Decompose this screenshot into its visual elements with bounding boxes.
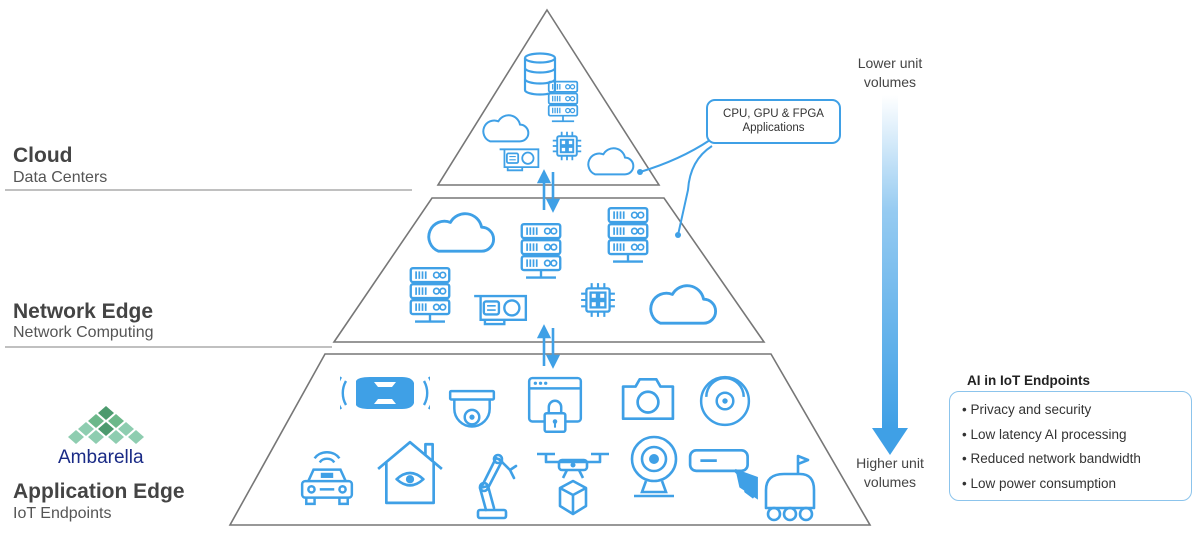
cloud-tier-subtitle: Data Centers [13,169,108,186]
ambarella-logo-mark [68,406,144,444]
cloud-tier-title: Cloud [13,144,73,167]
ai-benefit-item: • Low power consumption [962,475,1117,491]
application-tier-shape [228,353,872,526]
lower-volumes-label: Lower unit volumes [835,54,945,92]
volume-arrow-head [872,428,908,455]
callout-dot-network [675,232,681,238]
higher-volumes-label: Higher unit volumes [835,454,945,492]
higher-volumes-line-2: volumes [863,474,917,490]
cpu-gpu-fpga-callout: CPU, GPU & FPGA Applications [706,99,841,144]
callout-line-2: Applications [742,122,805,134]
volume-arrow-shaft [882,95,898,428]
lower-volumes-line-1: Lower unit [857,55,923,71]
ai-panel-title: AI in IoT Endpoints [967,373,1090,388]
callout-connectors [639,139,713,236]
application-tier-subtitle: IoT Endpoints [13,505,112,522]
ai-benefits-list: • Privacy and security • Low latency AI … [962,398,1181,496]
network-tier-title: Network Edge [13,300,154,323]
chip-icon [579,281,617,319]
ai-benefits-panel: • Privacy and security • Low latency AI … [949,391,1192,501]
lower-volumes-line-2: volumes [863,74,917,90]
ai-benefit-item: • Low latency AI processing [962,426,1127,442]
network-tier-subtitle: Network Computing [13,324,154,341]
network-application-arrows [536,324,561,369]
cloud-network-arrows [536,169,561,213]
application-tier-title: Application Edge [13,480,185,503]
ai-benefit-item: • Privacy and security [962,402,1092,417]
callout-dot-cloud [637,169,643,175]
higher-volumes-line-1: Higher unit [856,455,924,471]
chip-icon [551,130,583,162]
brand-name: Ambarella [58,447,144,468]
ai-benefit-item: • Reduced network bandwidth [962,451,1141,466]
callout-line-1: CPU, GPU & FPGA [723,108,824,120]
